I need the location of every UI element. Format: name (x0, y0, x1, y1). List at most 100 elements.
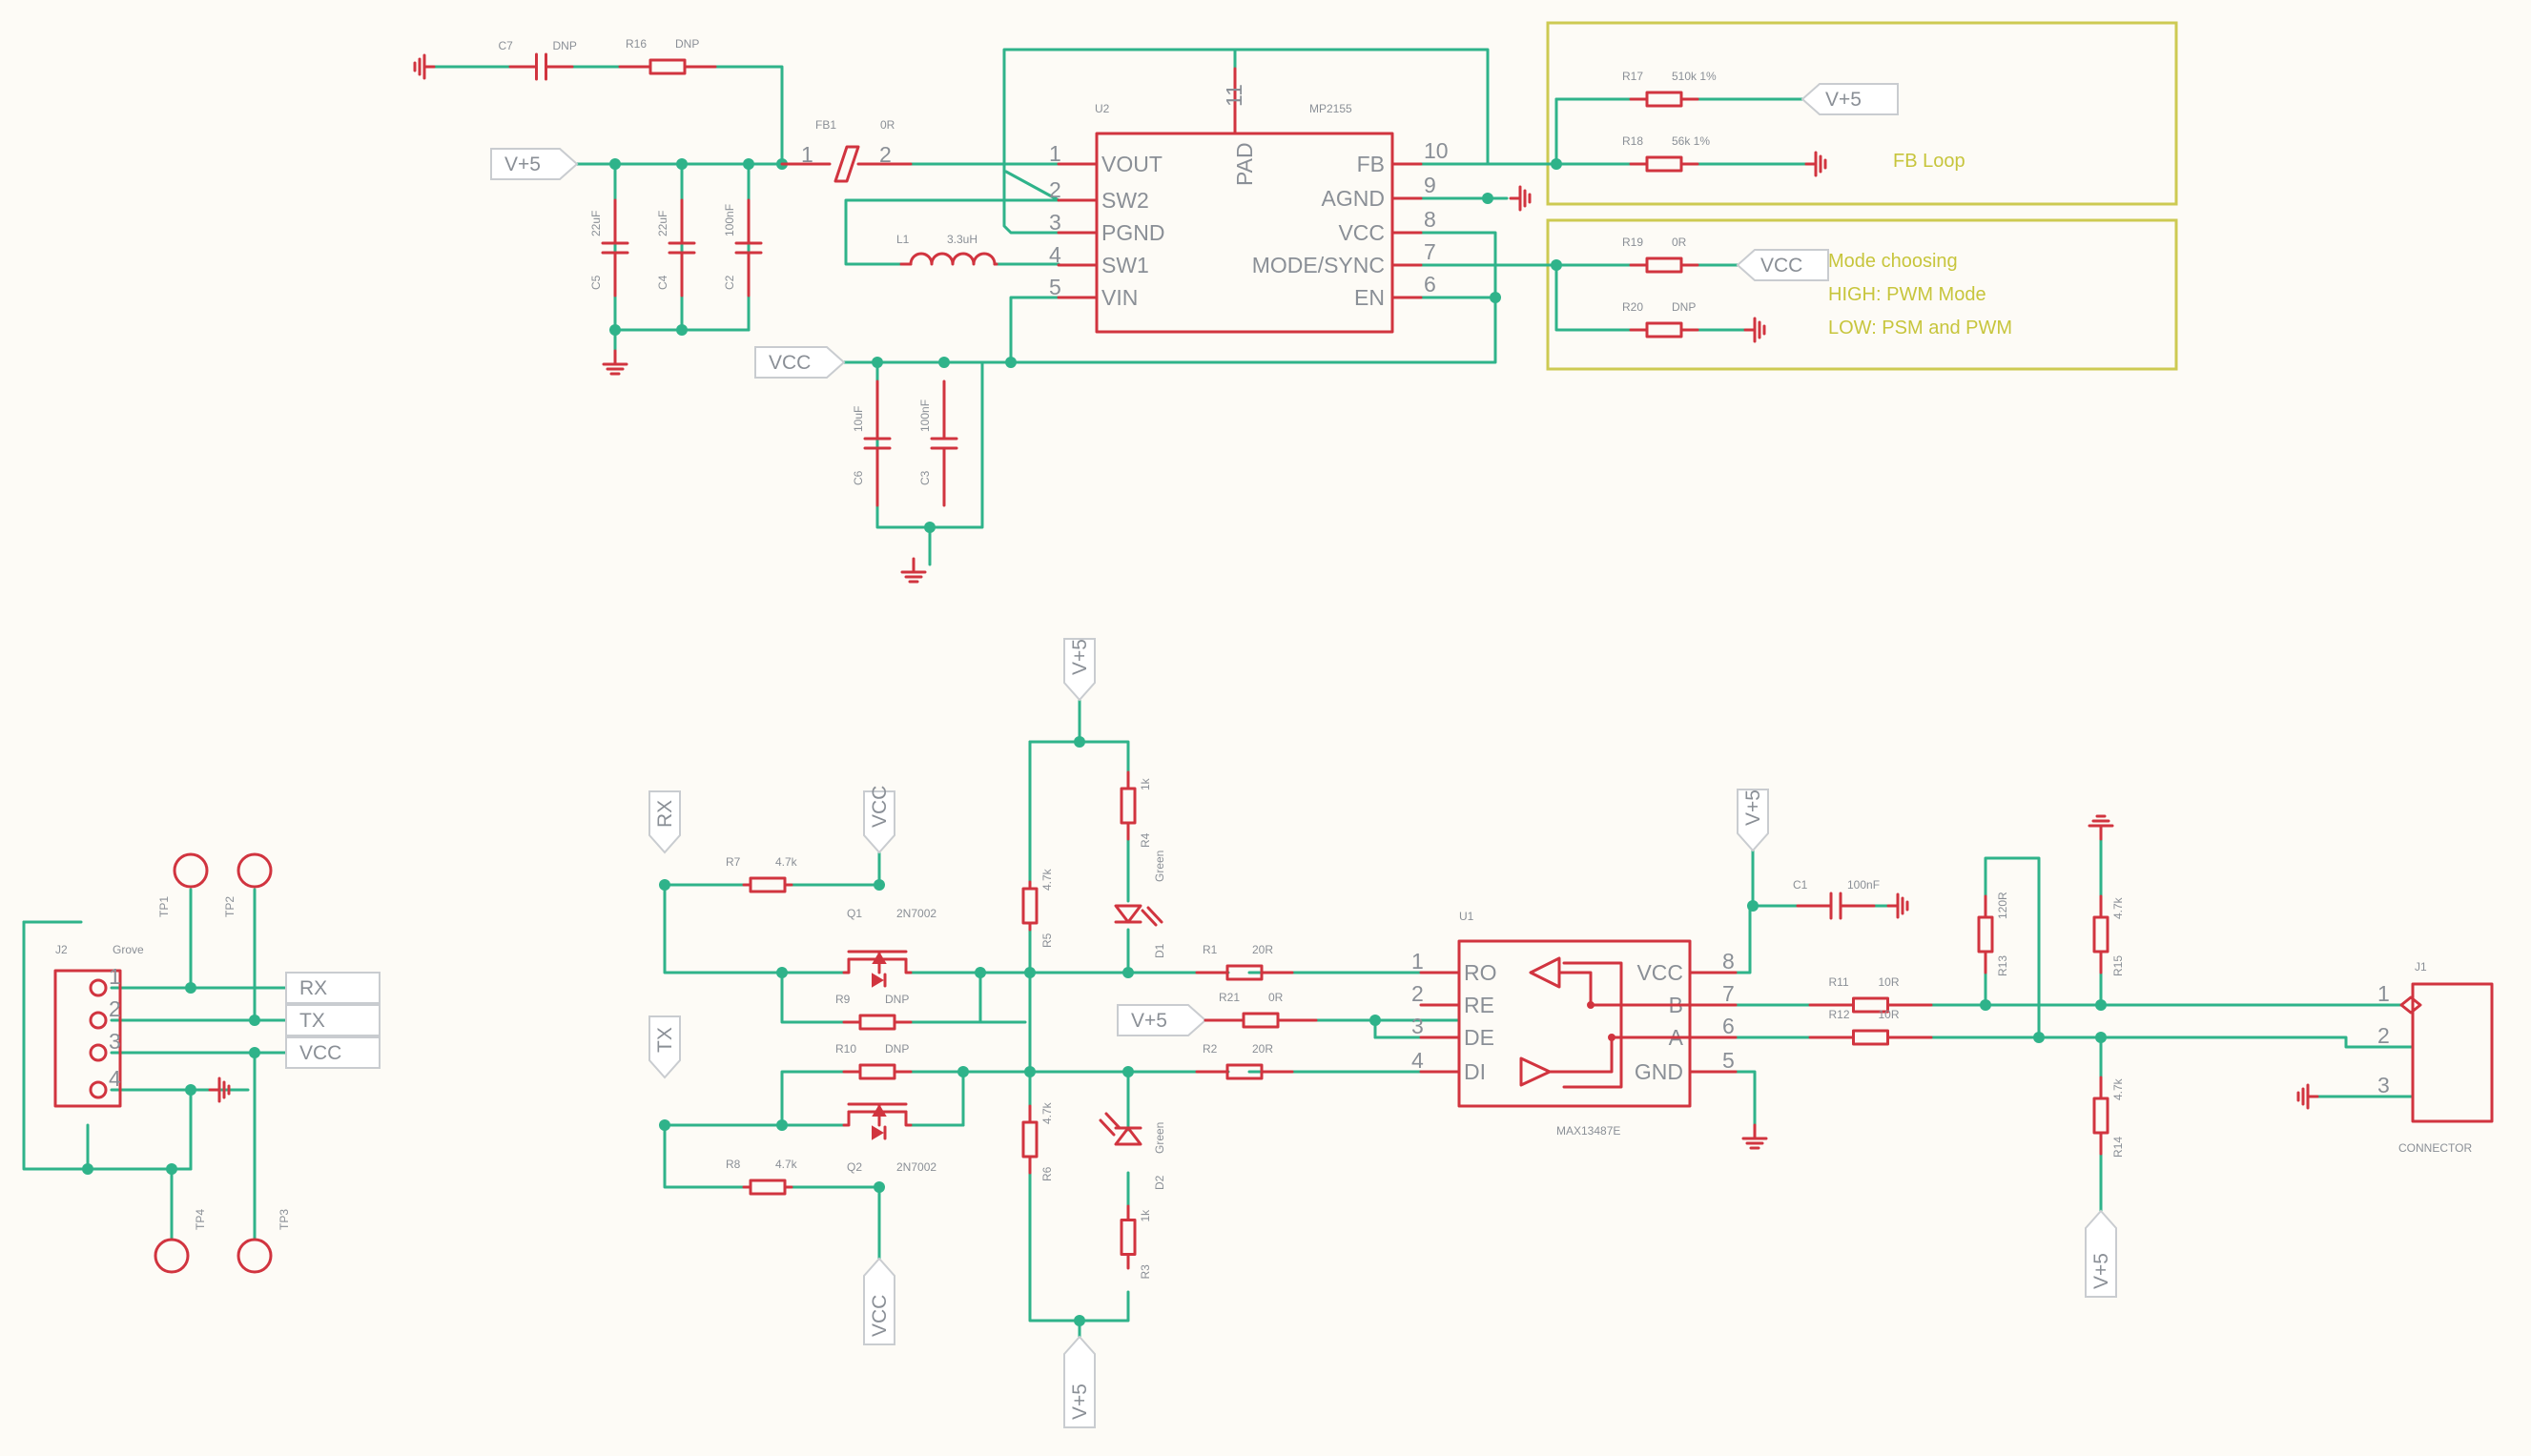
label: DNP (553, 39, 577, 52)
label: R8 (726, 1158, 741, 1171)
pin-name: DE (1464, 1025, 1494, 1050)
label: CONNECTOR (2398, 1141, 2472, 1155)
label: V+5 (504, 154, 541, 175)
net-flag-vcc-mode: VCC (1736, 249, 1829, 281)
label: 100nF (723, 204, 736, 236)
label: MAX13487E (1556, 1124, 1620, 1138)
label: R17 (1622, 70, 1643, 83)
ground-symbol (413, 53, 436, 80)
net-flag-vplus-fb: V+5 (1801, 83, 1899, 115)
pin-number: 3 (1049, 210, 1061, 235)
resistor-r10: R10 DNP (835, 1042, 913, 1080)
pin-number: 1 (1049, 141, 1061, 166)
pin-number: 2 (2377, 1023, 2390, 1048)
pin-name: SW1 (1101, 253, 1149, 277)
label: DNP (675, 37, 699, 51)
label: 10R (1879, 1008, 1900, 1021)
pin-name: RO (1464, 960, 1497, 985)
label: R1 (1203, 943, 1218, 956)
net-flag-vplus-led2: V+5 (1063, 1335, 1096, 1428)
label: 4.7k (2111, 896, 2125, 919)
label: 0R (880, 118, 895, 132)
pin-number: 4 (1411, 1048, 1424, 1073)
label: DNP (885, 1042, 909, 1056)
label: 0R (1672, 236, 1687, 249)
net-flag-rx-grove: RX (285, 972, 381, 1004)
label: TX (299, 1010, 325, 1032)
label: R21 (1219, 991, 1240, 1004)
label: Q1 (847, 907, 862, 920)
pin-number: 10 (1424, 138, 1449, 163)
label: VCC (869, 786, 891, 828)
wires (22, 48, 2415, 1356)
test-point-tp4: TP4 (154, 1209, 207, 1274)
label: 2N7002 (896, 907, 936, 920)
label: 4.7k (2111, 1077, 2125, 1100)
ground-symbol (1804, 151, 1827, 177)
net-flag-vplus-top: V+5 (490, 148, 579, 180)
pin-name: RE (1464, 993, 1494, 1017)
net-flag-vplus-u1: V+5 (1737, 789, 1769, 852)
label: R10 (835, 1042, 856, 1056)
pin-name: VCC (1338, 220, 1385, 245)
resistor-r5: R5 4.7k (1021, 868, 1054, 948)
label: R5 (1040, 933, 1054, 948)
net-flag-vcc-top: VCC (754, 346, 846, 379)
label: V+5 (1131, 1010, 1167, 1032)
pin-number: 8 (1722, 949, 1735, 974)
label: Q2 (847, 1160, 862, 1174)
net-flag-rx: RX (648, 790, 681, 854)
label: Grove (113, 943, 144, 956)
label: 10uF (852, 406, 865, 432)
label: 4.7k (1040, 868, 1054, 891)
pin-number: 3 (109, 1029, 121, 1054)
ground-symbol (1509, 185, 1532, 212)
label: R19 (1622, 236, 1643, 249)
pin-name: PAD (1232, 142, 1257, 186)
label: R11 (1829, 975, 1849, 989)
mode-note-high: HIGH: PWM Mode (1828, 284, 1986, 305)
label: C7 (499, 39, 514, 52)
label: C6 (852, 470, 865, 485)
label: R7 (726, 855, 741, 869)
label: D1 (1153, 943, 1166, 958)
ground-symbol (2296, 1083, 2319, 1110)
pin-name: GND (1635, 1059, 1683, 1084)
mode-note-title: Mode choosing (1828, 251, 1958, 272)
label: 100nF (1847, 878, 1880, 892)
test-point-tp3: TP3 (237, 1209, 291, 1274)
net-flag-vcc-q1: VCC (863, 786, 895, 854)
label: R18 (1622, 134, 1643, 148)
mosfet-q1: Q1 2N7002 (842, 907, 936, 988)
pin-number: 5 (1049, 275, 1061, 299)
label: TX (654, 1027, 676, 1053)
resistor-r19: R19 0R (1622, 236, 1699, 274)
label: V+5 (1069, 639, 1091, 675)
label: VCC (299, 1042, 341, 1064)
label: 4.7k (1040, 1101, 1054, 1124)
pin-number: 1 (2377, 981, 2390, 1006)
pin-name: EN (1354, 285, 1385, 310)
label: 4.7k (775, 1158, 798, 1171)
pin-number: 9 (1424, 173, 1436, 197)
label: 56k 1% (1672, 134, 1710, 148)
label: V+5 (2090, 1253, 2112, 1289)
